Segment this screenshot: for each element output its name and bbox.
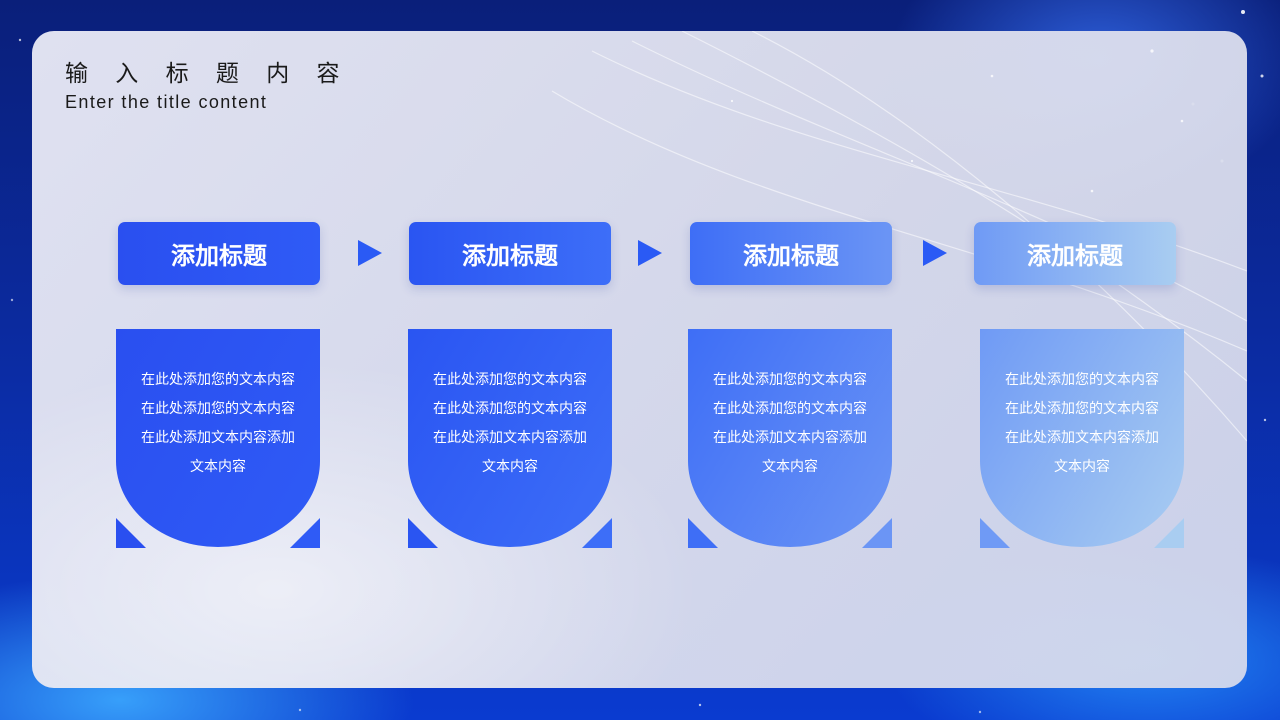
step-2-header: 添加标题 [409,222,611,285]
card-shape [980,329,1184,547]
arrow-right-icon [358,240,382,266]
corner-triangle [980,518,1010,548]
arrow-right-icon [638,240,662,266]
step-4-title: 添加标题 [1027,241,1123,270]
step-4-body: 在此处添加您的文本内容在此处添加您的文本内容在此处添加文本内容添加文本内容 [1005,372,1159,475]
step-3-header: 添加标题 [690,222,892,285]
step-1-title: 添加标题 [171,241,267,270]
page-title: 输 入 标 题 内 容 [65,61,350,87]
card-shape [688,329,892,547]
corner-triangle [290,518,320,548]
step-1-header: 添加标题 [118,222,320,285]
step-4-card: 在此处添加您的文本内容在此处添加您的文本内容在此处添加文本内容添加文本内容 [980,329,1184,548]
step-3-title: 添加标题 [743,241,839,270]
step-3-card: 在此处添加您的文本内容在此处添加您的文本内容在此处添加文本内容添加文本内容 [688,329,892,548]
step-2-title: 添加标题 [462,241,558,270]
corner-triangle [688,518,718,548]
corner-triangle [1154,518,1184,548]
step-4-header: 添加标题 [974,222,1176,285]
step-2-card: 在此处添加您的文本内容在此处添加您的文本内容在此处添加文本内容添加文本内容 [408,329,612,548]
step-1-body: 在此处添加您的文本内容在此处添加您的文本内容在此处添加文本内容添加文本内容 [141,372,295,475]
corner-triangle [408,518,438,548]
corner-triangle [862,518,892,548]
card-shape [408,329,612,547]
corner-triangle [116,518,146,548]
page-subtitle: Enter the title content [65,92,268,112]
corner-triangle [582,518,612,548]
card-shape [116,329,320,547]
step-2-body: 在此处添加您的文本内容在此处添加您的文本内容在此处添加文本内容添加文本内容 [433,372,587,475]
arrow-right-icon [923,240,947,266]
step-1-card: 在此处添加您的文本内容在此处添加您的文本内容在此处添加文本内容添加文本内容 [116,329,320,548]
step-3-body: 在此处添加您的文本内容在此处添加您的文本内容在此处添加文本内容添加文本内容 [713,372,867,475]
